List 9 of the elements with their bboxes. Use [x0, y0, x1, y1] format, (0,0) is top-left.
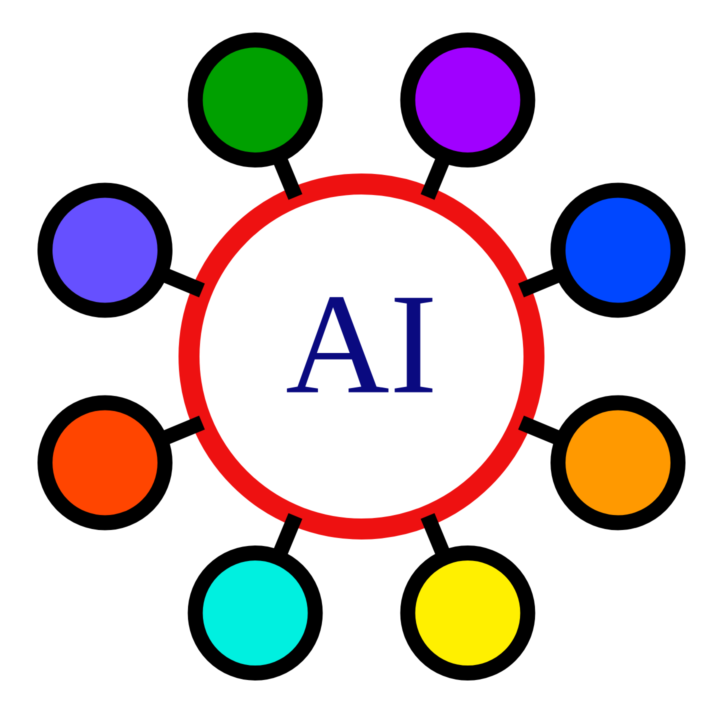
node-circle: [188, 32, 323, 168]
node-circle: [550, 182, 686, 318]
node-circle: [188, 546, 323, 680]
node-circle: [400, 546, 536, 680]
node-circle: AI: [178, 174, 544, 540]
node-circle: [38, 182, 172, 318]
node-circle: [400, 32, 536, 168]
node-circle: [550, 395, 686, 530]
node-circle: [38, 395, 172, 530]
